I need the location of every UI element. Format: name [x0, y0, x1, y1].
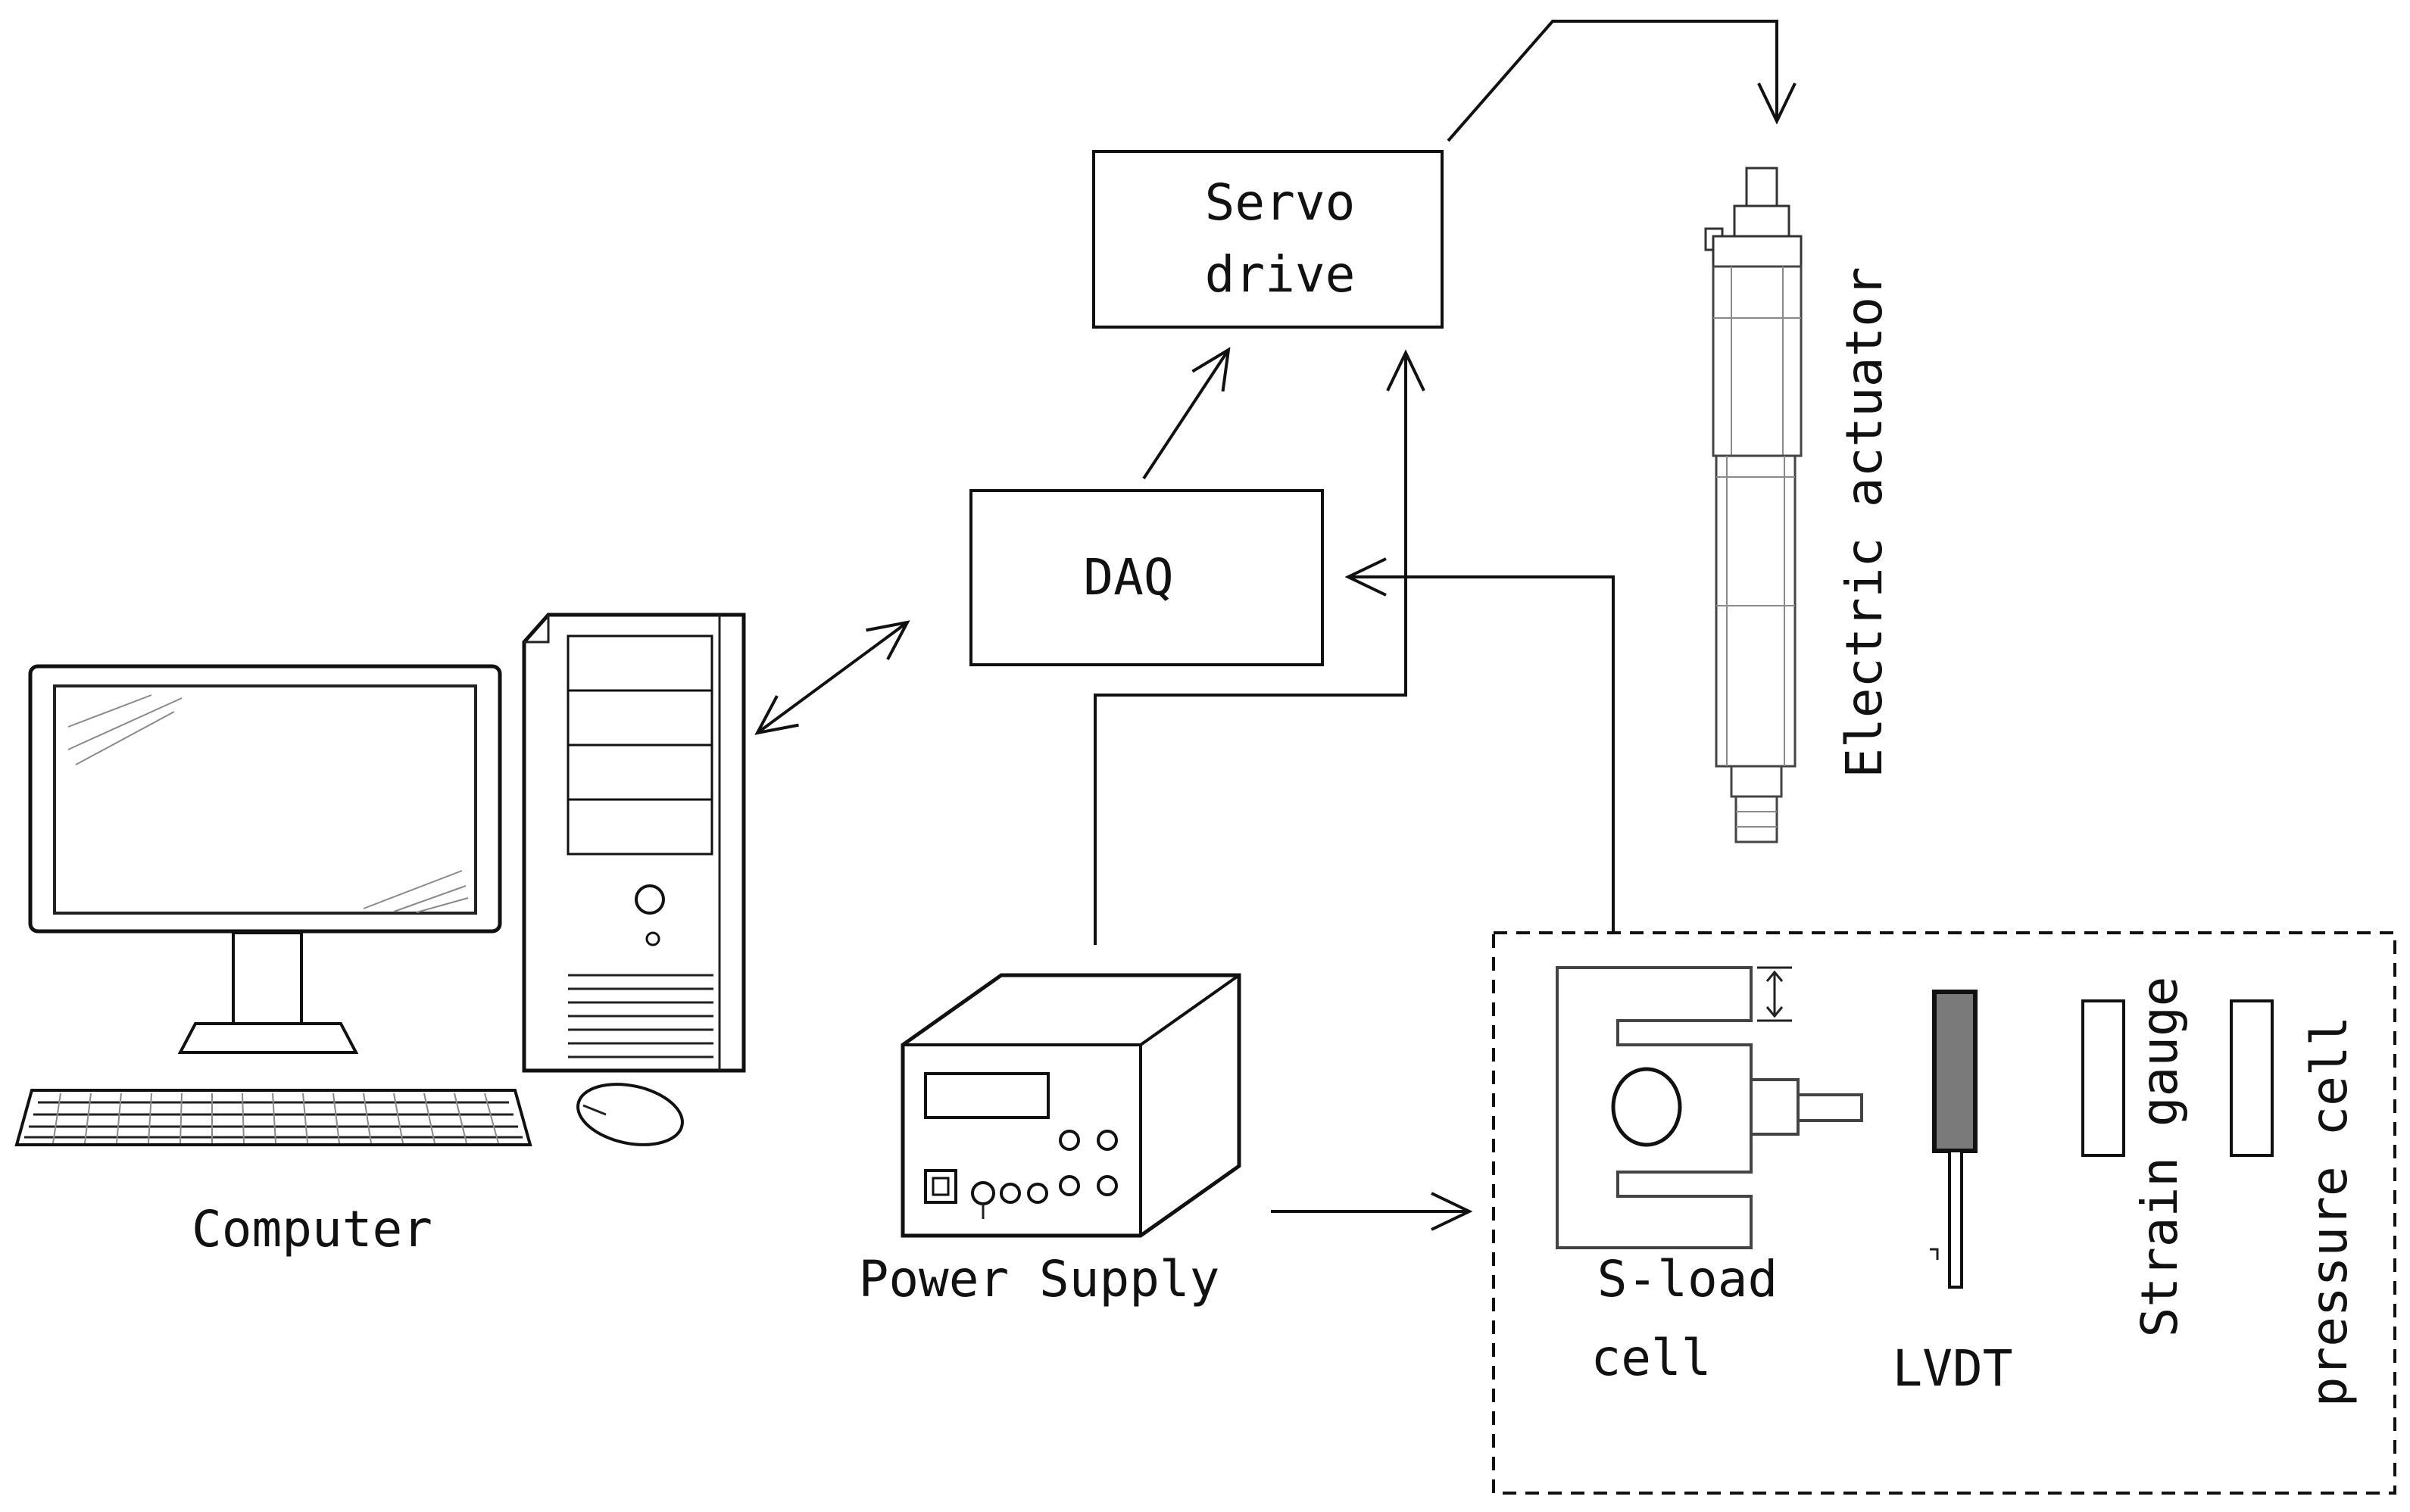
sensors-group: S-load cell LVDT Strain gauge pressure c…	[1492, 931, 2396, 1495]
s-load-cell-icon	[1556, 966, 1863, 1249]
power-supply-group: Power Supply	[859, 973, 1241, 1308]
electric-actuator-icon	[1704, 167, 1803, 843]
servo-drive-label-line1: Servo	[1205, 173, 1356, 232]
s-load-cell-label-line1: S-load	[1597, 1250, 1778, 1308]
daq-to-servo-arrow	[1142, 350, 1228, 480]
computer-tower-icon	[522, 613, 746, 1073]
pressure-cell-label: pressure cell	[2300, 1016, 2358, 1408]
computer-group: Computer	[14, 613, 746, 1258]
lvdt-icon	[1930, 990, 1978, 1289]
keyboard-icon	[14, 1089, 532, 1146]
power-to-servo-arrow	[1094, 353, 1406, 945]
computer-monitor-icon	[28, 664, 502, 1054]
electric-actuator-group: Electric actuator	[1704, 167, 1893, 843]
mouse-icon	[576, 1083, 684, 1146]
lvdt-label: LVDT	[1893, 1339, 2013, 1398]
servo-drive-label-line2: drive	[1205, 245, 1356, 304]
daq-block: DAQ	[969, 489, 1324, 666]
power-supply-label: Power Supply	[859, 1250, 1220, 1308]
strain-gauge-label: Strain gauge	[2131, 977, 2189, 1338]
servo-to-actuator-arrow	[1447, 20, 1777, 142]
sensors-dashed-frame	[1492, 931, 2396, 1495]
s-load-cell-label-line2: cell	[1591, 1329, 1712, 1387]
computer-label: Computer	[192, 1200, 432, 1258]
signal-connections	[757, 20, 1777, 1211]
servo-drive-block: Servo drive	[1092, 150, 1444, 329]
pressure-cell-icon	[2230, 999, 2274, 1157]
power-supply-icon	[901, 973, 1241, 1238]
computer-daq-double-arrow	[757, 622, 907, 733]
electric-actuator-label: Electric actuator	[1835, 267, 1893, 778]
sensors-to-daq-arrow	[1348, 577, 1615, 933]
daq-label: DAQ	[1083, 548, 1173, 606]
strain-gauge-icon	[2081, 999, 2125, 1157]
